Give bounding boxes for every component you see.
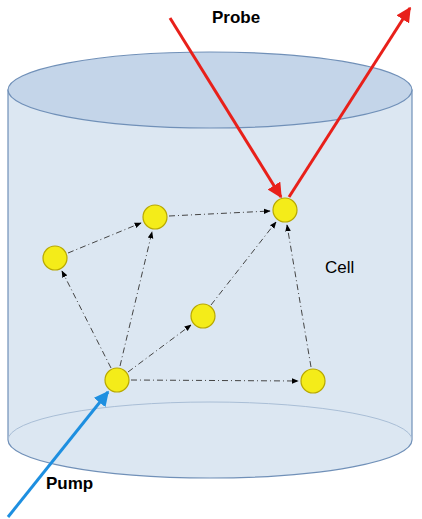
pump-beam xyxy=(8,392,108,517)
cylinder-top xyxy=(8,52,412,128)
beam-label: Probe xyxy=(212,8,260,28)
particles xyxy=(43,198,325,393)
cylinder-bottom-rim xyxy=(8,402,412,440)
probe-beam-out xyxy=(289,8,410,197)
cell-cylinder: Cell xyxy=(6,50,414,482)
transfer-arrows xyxy=(62,211,311,381)
probe-beam-in xyxy=(170,18,281,197)
cylinder-body xyxy=(8,90,412,478)
cell-label: Cell xyxy=(325,258,354,278)
beam-label: Pump xyxy=(46,474,93,494)
